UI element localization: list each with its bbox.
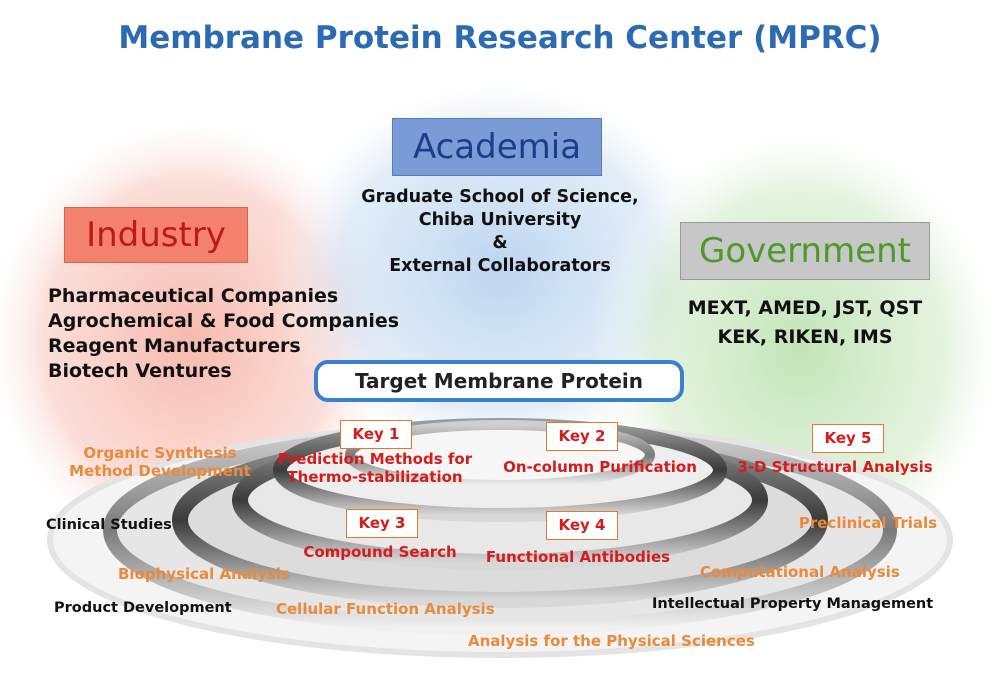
industry-members: Pharmaceutical Companies Agrochemical & … [48,284,428,384]
key-5-text: 3-D Structural Analysis [737,458,933,476]
target-membrane-protein-box: Target Membrane Protein [314,360,684,402]
organic-line: Organic Synthesis [83,444,237,462]
academia-box: Academia [392,118,602,176]
key-4-text: Functional Antibodies [485,548,671,566]
key-2-text: On-column Purification [503,458,697,476]
academia-line: External Collaborators [389,256,611,276]
government-members: MEXT, AMED, JST, QST KEK, RIKEN, IMS [640,294,970,352]
industry-box: Industry [64,207,248,263]
physical-sciences-label: Analysis for the Physical Sciences [468,632,755,650]
biophysical-analysis-label: Biophysical Analysis [118,565,290,583]
academia-line: Graduate School of Science, [361,187,639,207]
key-4-badge: Key 4 [546,511,618,540]
key-2-badge: Key 2 [546,422,618,451]
computational-analysis-label: Computational Analysis [700,563,900,581]
industry-line: Pharmaceutical Companies [48,285,339,307]
key-1-line: Thermo-stabilization [287,468,463,486]
cellular-function-label: Cellular Function Analysis [276,600,495,618]
organic-line: Method Development [69,462,251,480]
industry-line: Biotech Ventures [48,360,232,382]
academia-line: & [492,233,508,253]
clinical-studies-label: Clinical Studies [46,517,172,533]
academia-members: Graduate School of Science, Chiba Univer… [300,186,700,278]
industry-line: Reagent Manufacturers [48,335,301,357]
industry-line: Agrochemical & Food Companies [48,310,400,332]
key-1-text: Prediction Methods for Thermo-stabilizat… [270,450,480,486]
ip-management-label: Intellectual Property Management [652,596,934,612]
key-3-badge: Key 3 [346,509,418,538]
key-3-text: Compound Search [303,543,457,561]
academia-line: Chiba University [418,210,582,230]
key-5-badge: Key 5 [812,424,884,453]
preclinical-trials-label: Preclinical Trials [798,514,938,532]
key-1-line: Prediction Methods for [277,450,473,468]
government-line: MEXT, AMED, JST, QST [687,297,923,319]
page-title: Membrane Protein Research Center (MPRC) [118,20,882,56]
government-line: KEK, RIKEN, IMS [717,326,893,348]
organic-synthesis-label: Organic Synthesis Method Development [60,444,260,480]
government-box: Government [680,222,930,280]
key-1-badge: Key 1 [340,420,412,449]
product-development-label: Product Development [54,600,232,616]
